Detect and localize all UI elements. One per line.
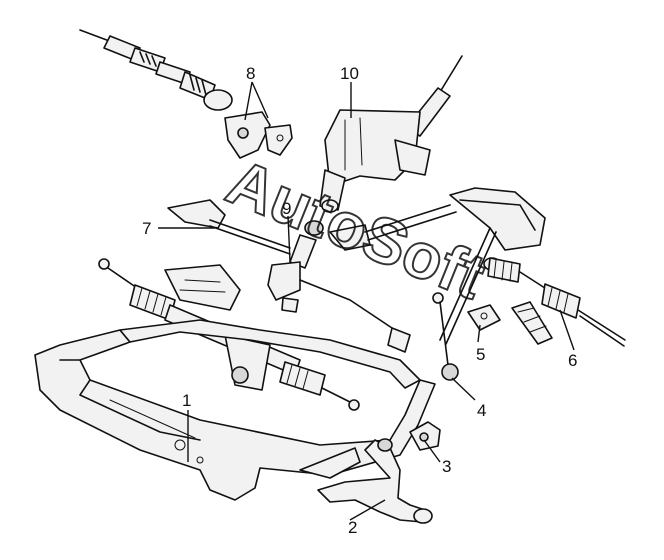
callout-6: 6 [568, 351, 577, 370]
callout-4: 4 [477, 401, 486, 420]
leader-lines [158, 81, 575, 521]
callout-9: 9 [282, 199, 291, 218]
rack-bracket-part-7 [167, 199, 291, 255]
stabilizer-link-part-4 [432, 292, 459, 381]
callout-labels: 1 2 3 4 5 6 7 8 9 10 [142, 64, 577, 537]
callout-10: 10 [340, 64, 359, 83]
cv-boots [511, 301, 553, 345]
bracket-part-8 [224, 111, 293, 159]
callout-5: 5 [476, 345, 485, 364]
drive-shaft-right-part-6 [483, 257, 626, 347]
tie-rod [299, 279, 411, 353]
callout-3: 3 [442, 457, 451, 476]
callout-7: 7 [142, 219, 151, 238]
control-arm-part-2 [299, 438, 433, 524]
callout-8: 8 [246, 64, 255, 83]
steering-column-part-10 [319, 55, 463, 213]
callout-1: 1 [182, 391, 191, 410]
intermediate-shaft-part-9 [267, 220, 324, 313]
subframe-brace [329, 187, 546, 345]
callout-2: 2 [348, 518, 357, 537]
drive-shaft-left [79, 29, 233, 111]
bracket-part-5 [467, 304, 501, 331]
